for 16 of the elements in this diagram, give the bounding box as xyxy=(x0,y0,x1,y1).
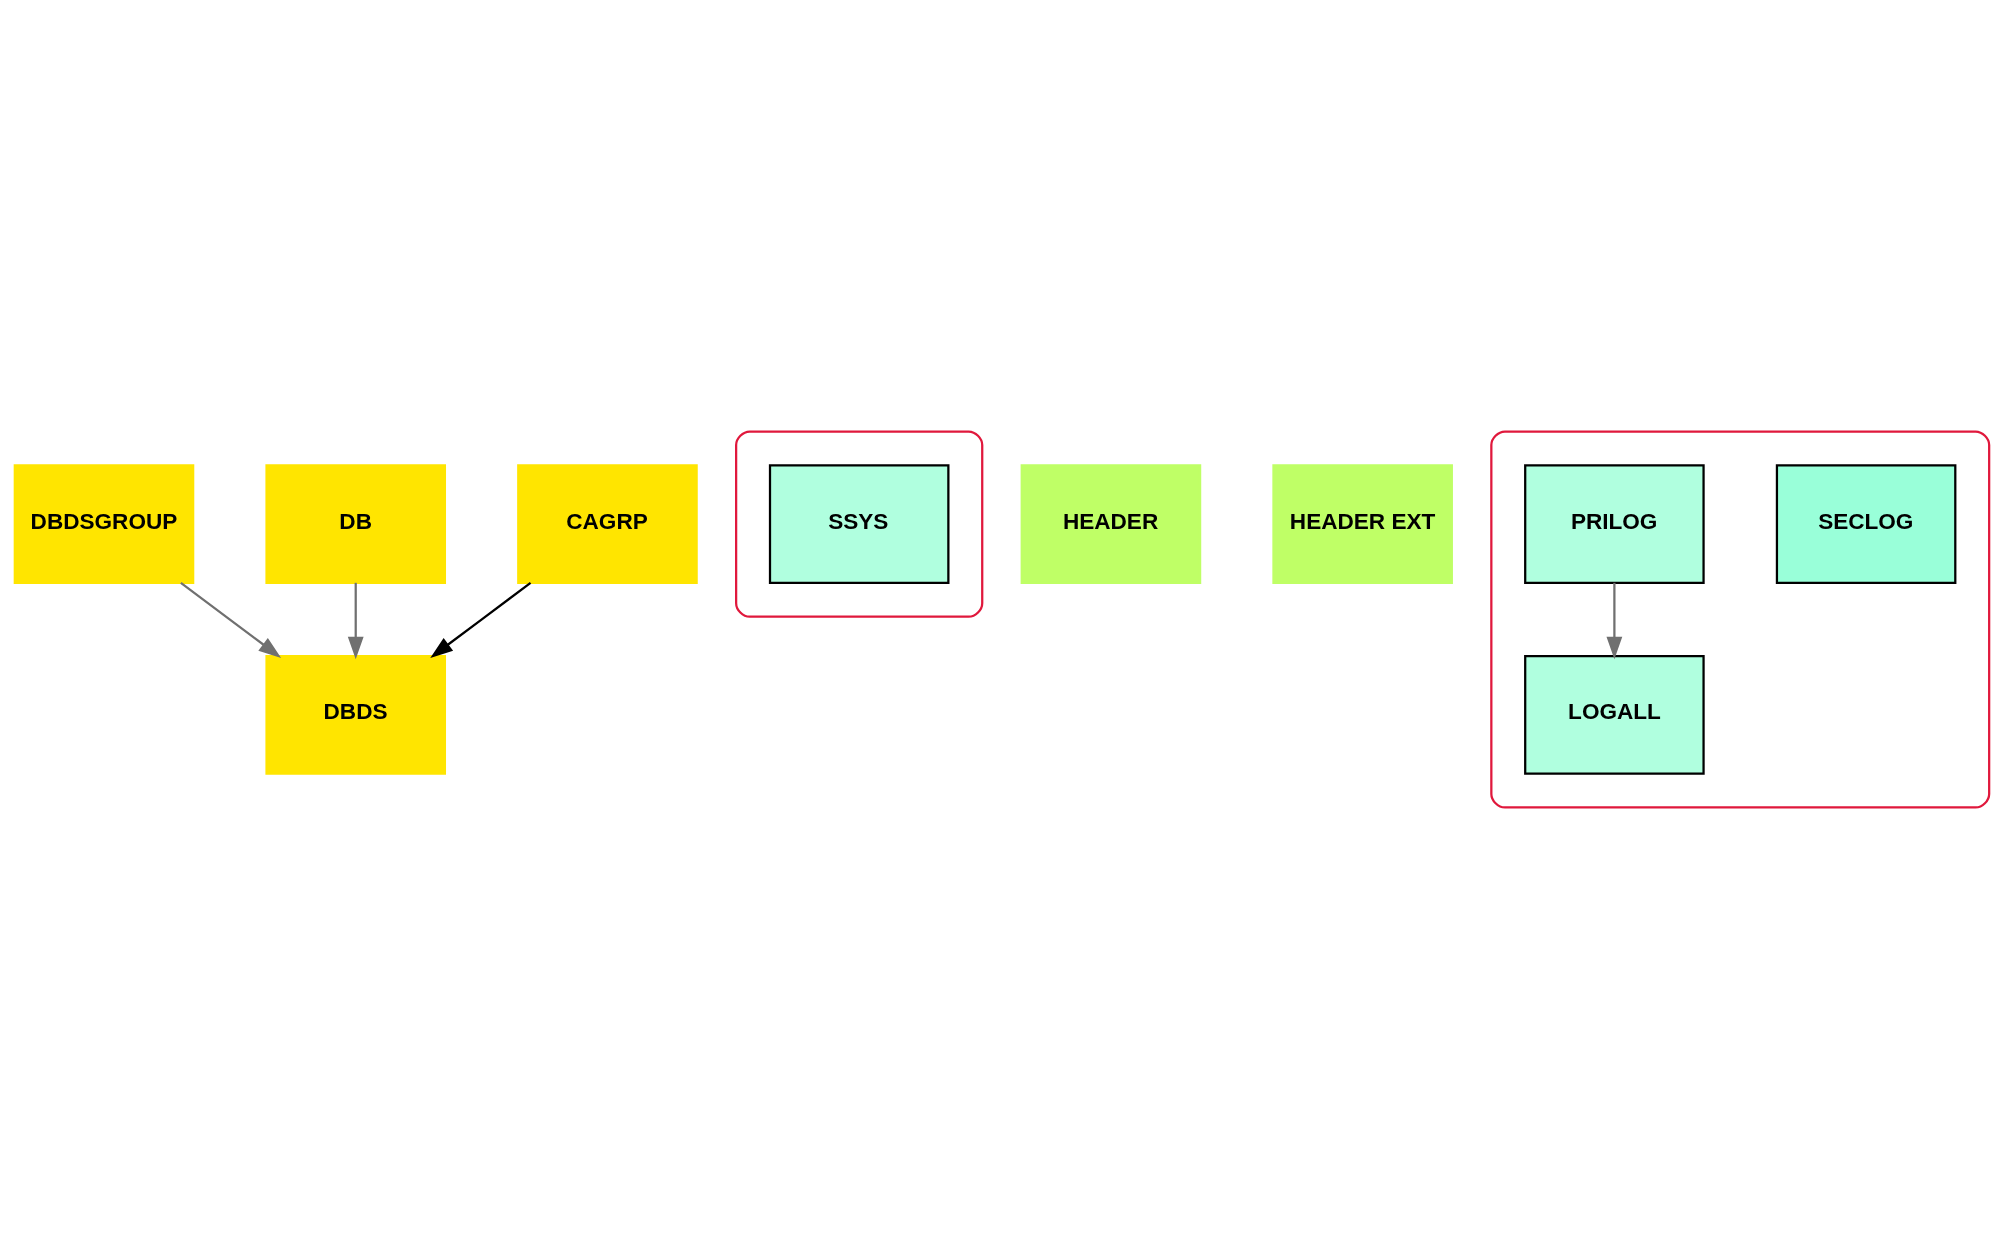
node-box: DB xyxy=(265,463,447,584)
node-box: PRILOG xyxy=(1524,463,1705,584)
arrow xyxy=(430,581,532,658)
cluster xyxy=(735,429,984,618)
node-box: HEADER EXT xyxy=(1272,463,1453,584)
node-box: CAGRP xyxy=(517,463,698,584)
arrow xyxy=(1606,582,1623,659)
node-box: DBDSGROUP xyxy=(13,463,195,584)
node-box: DBDS xyxy=(265,654,447,775)
cluster xyxy=(1490,429,1991,809)
node-box: SSYS xyxy=(768,463,950,584)
arrow xyxy=(180,581,282,658)
node-box: LOGALL xyxy=(1524,654,1705,775)
arrow xyxy=(347,582,364,659)
node-box: SECLOG xyxy=(1775,463,1957,584)
node-box: HEADER xyxy=(1020,463,1202,584)
